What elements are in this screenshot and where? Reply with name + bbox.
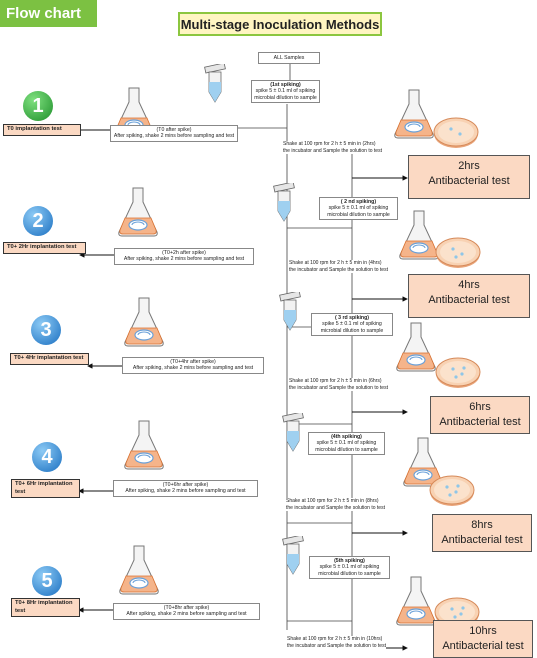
test-tube-icon: [281, 411, 305, 458]
spiking-box: (4th spiking) spike 5 ± 0.1 ml of spikin…: [308, 432, 385, 456]
shake-line-2: the incubator and Sample the solution to…: [287, 642, 386, 649]
implantation-test-box: T0+ 4Hr implantation test: [10, 353, 89, 365]
sampling-text: After spiking, shake 2 mins before sampl…: [125, 488, 246, 495]
antibacterial-label: Antibacterial test: [428, 294, 510, 306]
shake-instruction: Shake at 100 rpm for 2 h ± 5 min in (6hr…: [289, 378, 388, 391]
spiking-text-1: spike 5 ± 0.1 ml of spiking: [322, 321, 382, 328]
stage-number-badge: 4: [32, 442, 62, 472]
flow-chart-tag: Flow chart: [0, 0, 97, 27]
spiking-text-1: spike 5 ± 0.1 ml of spiking: [316, 440, 377, 447]
flask-icon: [117, 544, 161, 601]
antibacterial-test-box: 4hrs Antibacterial test: [408, 274, 530, 318]
shake-line-1: Shake at 100 rpm for 2 h ± 5 min in (8hr…: [286, 498, 379, 504]
test-tube-icon: [203, 62, 227, 109]
spiking-title: ( 3 rd spiking): [334, 315, 369, 321]
sampling-title: (T0+8hr after spike): [163, 605, 210, 611]
test-tube-icon: [278, 290, 302, 337]
sampling-title: (T0+4hr after spike): [170, 359, 216, 365]
petri-dish-icon: [434, 354, 482, 395]
flask-icon: [122, 419, 166, 476]
spiking-box: (5th spiking) spike 5 ± 0.1 ml of spikin…: [309, 556, 390, 580]
spiking-title: (5th spiking): [334, 558, 365, 564]
shake-instruction: Shake at 100 rpm for 2 h ± 5 min in (8hr…: [286, 498, 385, 511]
flask-icon: [397, 209, 441, 266]
antibacterial-time: 6hrs: [469, 401, 491, 413]
sampling-text: After spiking, shake 2 mins before sampl…: [132, 365, 254, 372]
stage-number-badge: 5: [32, 566, 62, 596]
shake-line-2: the incubator and Sample the solution to…: [289, 266, 388, 273]
shake-instruction: Shake at 100 rpm for 2 h ± 5 min in (10h…: [287, 636, 386, 649]
flask-icon: [116, 186, 160, 243]
antibacterial-label: Antibacterial test: [439, 416, 521, 428]
flask-icon: [394, 321, 438, 378]
petri-dish-icon: [434, 234, 482, 275]
sampling-box: (T0+2h after spike) After spiking, shake…: [114, 248, 254, 265]
sampling-title: (T0 after spike): [156, 127, 192, 133]
spiking-text-2: microbial dilution to sample: [318, 570, 381, 577]
sampling-text: After spiking, shake 2 mins before sampl…: [113, 133, 235, 140]
antibacterial-test-box: 8hrs Antibacterial test: [432, 514, 532, 552]
spiking-title: ( 2 nd spiking): [340, 199, 377, 205]
sampling-box: (T0+4hr after spike) After spiking, shak…: [122, 357, 264, 374]
petri-dish-icon: [432, 114, 480, 155]
start-node: ALL Samples: [258, 52, 320, 64]
petri-dish-icon: [428, 472, 476, 513]
antibacterial-time: 10hrs: [469, 625, 497, 637]
antibacterial-label: Antibacterial test: [428, 175, 510, 187]
spiking-text-1: spike 5 ± 0.1 ml of spiking: [255, 88, 316, 95]
shake-line-1: Shake at 100 rpm for 2 h ± 5 min in (4hr…: [289, 260, 382, 266]
spiking-text-2: microbial dilution to sample: [254, 94, 317, 101]
flask-icon: [122, 296, 166, 353]
shake-instruction: Shake at 100 rpm for 2 h ± 5 min in (2hr…: [283, 141, 382, 154]
stage-number-badge: 3: [31, 315, 61, 345]
spiking-title: (1st spiking): [270, 82, 301, 88]
flask-icon: [392, 88, 436, 145]
test-tube-icon: [272, 181, 296, 228]
implantation-test-box: T0+ 6Hr implantation test: [11, 479, 80, 498]
stage-number-badge: 1: [23, 91, 53, 121]
shake-line-2: the incubator and Sample the solution to…: [283, 147, 382, 154]
implantation-test-box: T0+ 2Hr implantation test: [3, 242, 86, 254]
sampling-title: (T0+2h after spike): [162, 250, 206, 256]
sampling-text: After spiking, shake 2 mins before sampl…: [123, 256, 245, 263]
shake-line-1: Shake at 100 rpm for 2 h ± 5 min in (2hr…: [283, 141, 376, 147]
sampling-box: (T0+8hr after spike) After spiking, shak…: [113, 603, 260, 620]
sampling-text: After spiking, shake 2 mins before sampl…: [126, 611, 247, 618]
spiking-title: (4th spiking): [331, 434, 362, 440]
sampling-box: (T0 after spike) After spiking, shake 2 …: [110, 125, 238, 142]
shake-instruction: Shake at 100 rpm for 2 h ± 5 min in (4hr…: [289, 260, 388, 273]
antibacterial-label: Antibacterial test: [442, 640, 524, 652]
spiking-text-2: microbial dilution to sample: [327, 211, 390, 218]
antibacterial-time: 8hrs: [471, 519, 493, 531]
sampling-box: (T0+6hr after spike) After spiking, shak…: [113, 480, 258, 497]
spiking-text-1: spike 5 ± 0.1 ml of spiking: [328, 205, 389, 212]
implantation-test-box: T0+ 8Hr implantation test: [11, 598, 80, 617]
spiking-box: (1st spiking) spike 5 ± 0.1 ml of spikin…: [251, 80, 320, 104]
shake-line-1: Shake at 100 rpm for 2 h ± 5 min in (10h…: [287, 636, 383, 642]
antibacterial-test-box: 2hrs Antibacterial test: [408, 155, 530, 199]
antibacterial-time: 4hrs: [458, 279, 480, 291]
shake-line-1: Shake at 100 rpm for 2 h ± 5 min in (6hr…: [289, 378, 382, 384]
implantation-test-box: T0 implantation test: [3, 124, 81, 136]
spiking-box: ( 2 nd spiking) spike 5 ± 0.1 ml of spik…: [319, 197, 398, 221]
page-title: Multi-stage Inoculation Methods: [178, 12, 382, 36]
antibacterial-label: Antibacterial test: [441, 534, 523, 546]
spiking-box: ( 3 rd spiking) spike 5 ± 0.1 ml of spik…: [311, 313, 393, 337]
flask-icon: [394, 575, 438, 632]
flask-icon: [401, 436, 445, 493]
shake-line-2: the incubator and Sample the solution to…: [286, 504, 385, 511]
antibacterial-test-box: 10hrs Antibacterial test: [433, 620, 533, 658]
sampling-title: (T0+6hr after spike): [162, 482, 209, 488]
test-tube-icon: [281, 534, 305, 581]
stage-number-badge: 2: [23, 206, 53, 236]
spiking-text-1: spike 5 ± 0.1 ml of spiking: [319, 564, 380, 571]
spiking-text-2: microbial dilution to sample: [320, 327, 384, 334]
spiking-text-2: microbial dilution to sample: [315, 446, 378, 453]
antibacterial-time: 2hrs: [458, 160, 480, 172]
shake-line-2: the incubator and Sample the solution to…: [289, 384, 388, 391]
antibacterial-test-box: 6hrs Antibacterial test: [430, 396, 530, 434]
